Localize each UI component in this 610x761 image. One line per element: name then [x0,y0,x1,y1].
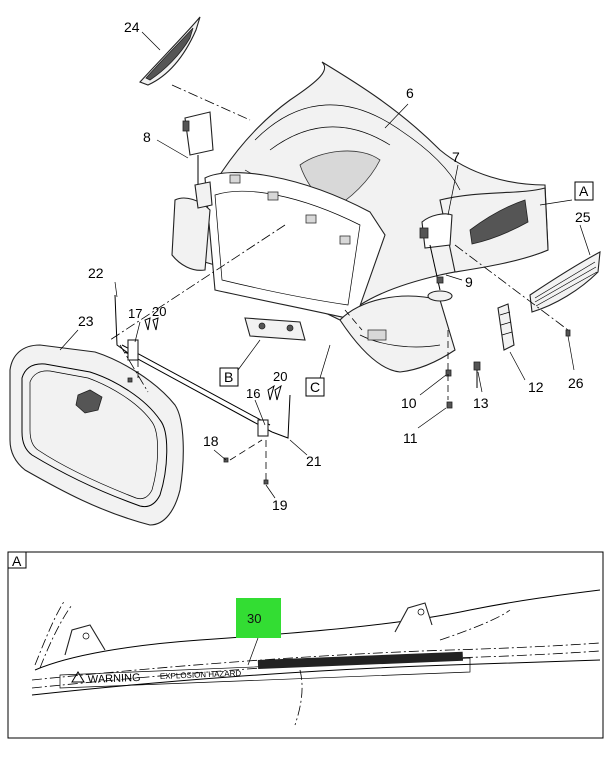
callout-11: 11 [403,430,418,446]
callout-8: 8 [143,129,151,145]
callout-A: A [579,183,589,199]
callout-24: 24 [124,19,140,35]
callout-labels: 24 6 8 7 A 25 9 22 23 17 20 16 20 B C 10… [78,19,594,513]
mirror-8 [182,111,214,209]
grille-surround-23 [9,344,184,526]
warning-fine-print [257,651,463,669]
hazard-text: EXPLOSION HAZARD [160,669,242,681]
hood-assembly [171,61,549,373]
view-b-box [219,367,239,387]
callout-19: 19 [272,497,288,513]
callout-21: 21 [306,453,322,469]
callout-30-highlight [236,598,281,638]
callout-C: C [310,379,320,395]
support-rods [114,294,291,439]
callout-13: 13 [473,395,489,411]
detail-label: A [12,553,22,569]
callout-26: 26 [568,375,584,391]
warning-triangle-icon [71,671,85,683]
callout-20a: 20 [152,304,166,319]
dashed-leaders [109,84,569,480]
callout-12: 12 [528,379,544,395]
callout-17: 17 [128,306,142,321]
grille-25 [529,251,601,313]
callout-20b: 20 [273,369,287,384]
warning-word: WARNING [88,672,141,686]
callout-B: B [224,369,233,385]
mirror-24 [139,16,201,86]
callout-10: 10 [401,395,417,411]
callout-7: 7 [452,149,460,165]
callout-6: 6 [406,85,414,101]
callout-9: 9 [465,274,473,290]
callout-23: 23 [78,313,94,329]
callout-18: 18 [203,433,219,449]
view-a-box [574,181,594,201]
callout-25: 25 [575,209,591,225]
callout-30: 30 [247,611,261,626]
view-c-box [305,377,325,397]
detail-view-a: A WARNING EXPLOSION HAZARD 30 [7,551,604,739]
callout-16: 16 [246,386,260,401]
callout-leaders [59,31,591,499]
callout-22: 22 [88,265,104,281]
bracket-b [244,317,306,341]
